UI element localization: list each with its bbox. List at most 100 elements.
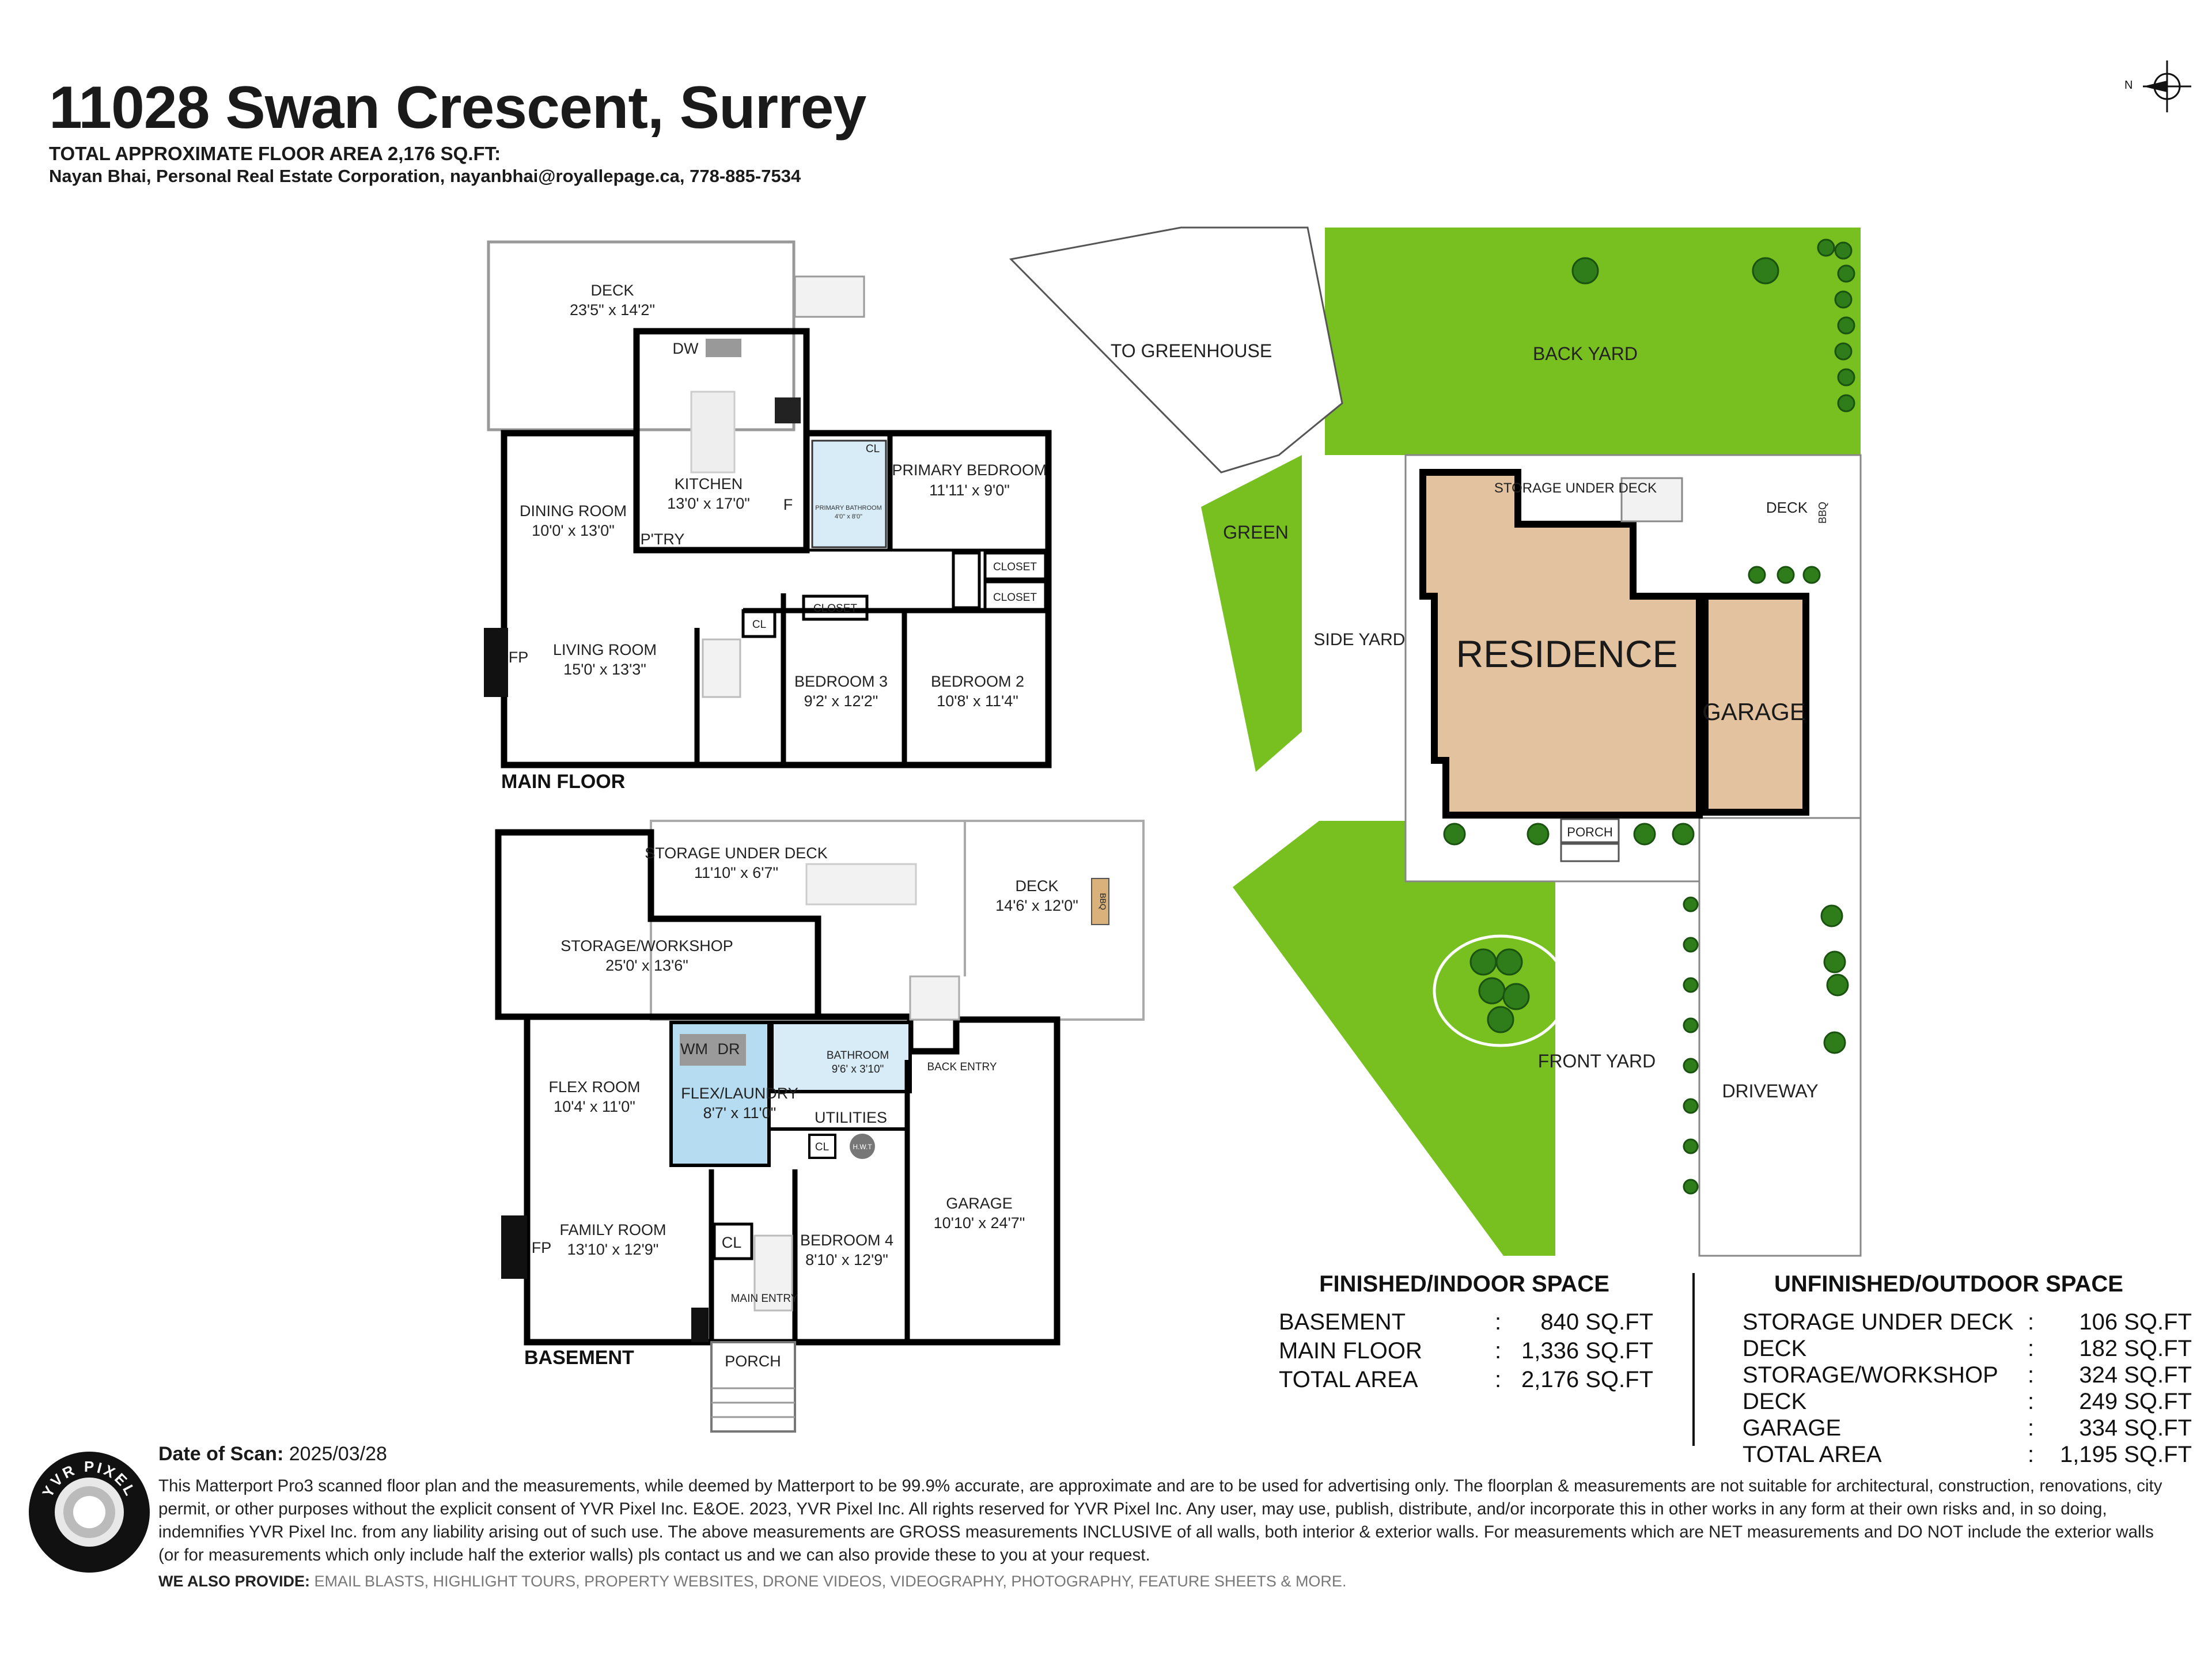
room-name: KITCHEN — [675, 475, 743, 493]
area-sep: : — [2028, 1415, 2034, 1441]
area-value: 334 SQ.FT — [2079, 1415, 2192, 1441]
closet-label: CL — [815, 1141, 829, 1153]
stairwell — [702, 638, 741, 698]
closet — [808, 1134, 836, 1159]
washer-label: WM — [680, 1040, 708, 1058]
area-value: 182 SQ.FT — [2079, 1336, 2192, 1361]
room-dims: 13'0' x 17'0" — [667, 495, 750, 512]
area-sep: : — [1495, 1338, 1501, 1363]
scan-date-label: Date of Scan: — [158, 1443, 284, 1465]
room-dims: 23'5" x 14'2" — [570, 301, 655, 319]
room-dims: 11'10" x 6'7" — [694, 864, 778, 881]
area-label: TOTAL AREA — [1743, 1442, 1882, 1467]
porch-label: PORCH — [1567, 825, 1612, 839]
entry-stairs — [753, 1234, 793, 1312]
porch — [1560, 818, 1620, 843]
floor-name: BASEMENT — [524, 1347, 634, 1369]
back-yard-label: BACK YARD — [1533, 343, 1638, 364]
tree-icons — [1443, 238, 1855, 1195]
front-yard-label: FRONT YARD — [1538, 1051, 1656, 1071]
basement-plan: BBQ STORAGE UNDER DECK 11'10" x 6'7" DEC… — [495, 820, 1145, 1433]
room-name: DINING ROOM — [520, 502, 627, 520]
services-text: EMAIL BLASTS, HIGHLIGHT TOURS, PROPERTY … — [314, 1573, 1347, 1590]
total-floor-area: TOTAL APPROXIMATE FLOOR AREA 2,176 SQ.FT… — [49, 143, 501, 164]
room-dims: 8'7' x 11'0" — [703, 1104, 777, 1122]
back-entry-label: BACK ENTRY — [927, 1061, 997, 1073]
green-label: GREEN — [1223, 522, 1289, 543]
bathroom-label: PRIMARY BATHROOM — [815, 505, 882, 512]
room-dims: 11'11' x 9'0" — [929, 482, 1010, 499]
room-name: DECK — [590, 282, 634, 299]
area-value: 249 SQ.FT — [2079, 1389, 2192, 1414]
area-sep: : — [2028, 1309, 2034, 1335]
deck-outline — [487, 240, 796, 431]
room-name: UTILITIES — [815, 1109, 887, 1126]
kitchen-island — [690, 391, 736, 474]
area-sep: : — [2028, 1442, 2034, 1467]
floor-name: MAIN FLOOR — [501, 771, 625, 793]
residence-label: RESIDENCE — [1456, 632, 1677, 675]
porch-steps — [1560, 843, 1620, 862]
room-name: DECK — [1015, 877, 1058, 895]
area-value: 106 SQ.FT — [2079, 1309, 2192, 1335]
storage-under-deck-label: STORAGE UNDER DECK — [1494, 480, 1657, 496]
bbq-label: BBQ — [1817, 502, 1828, 524]
area-sep: : — [2028, 1389, 2034, 1414]
finished-space-heading: FINISHED/INDOOR SPACE — [1319, 1271, 1609, 1297]
scan-date-value: 2025/03/28 — [289, 1443, 387, 1465]
area-label: BASEMENT — [1279, 1309, 1406, 1335]
bathroom-dims: 4'0" x 8'0" — [835, 513, 862, 520]
disclaimer-text: This Matterport Pro3 scanned floor plan … — [158, 1476, 2162, 1565]
stairs — [1620, 477, 1683, 522]
scan-date-line: Date of Scan: 2025/03/28 — [158, 1443, 387, 1465]
basement-stairs — [805, 863, 917, 906]
closet-label: CL — [752, 619, 766, 631]
room-name: BATHROOM — [827, 1050, 889, 1062]
room-name: GARAGE — [946, 1195, 1013, 1212]
page-title: 11028 Swan Crescent, Surrey — [49, 74, 866, 141]
agent-contact: Nayan Bhai, Personal Real Estate Corpora… — [49, 166, 801, 186]
finished-space-rows: BASEMENT : 840 SQ.FT MAIN FLOOR : 1,336 … — [1279, 1309, 1653, 1392]
side-yard-label: SIDE YARD — [1314, 630, 1406, 649]
green-lawn — [1201, 455, 1302, 772]
closet-label: CL — [866, 443, 880, 455]
fireplace-label: FP — [509, 649, 529, 666]
garage-label: GARAGE — [1702, 698, 1806, 725]
room-dims: 15'0' x 13'3" — [563, 661, 646, 678]
main-floor-outer-walls — [501, 430, 1052, 768]
room-dims: 9'2' x 12'2" — [804, 692, 878, 710]
basement-bathroom — [770, 1021, 912, 1093]
area-value: 1,336 SQ.FT — [1521, 1338, 1653, 1363]
area-value: 840 SQ.FT — [1540, 1309, 1653, 1335]
room-name: STORAGE/WORKSHOP — [560, 937, 733, 955]
compass-icon: N — [2124, 60, 2191, 112]
room-name: FLEX ROOM — [548, 1078, 640, 1096]
water-heater-icon — [850, 1134, 875, 1159]
room-name: LIVING ROOM — [553, 641, 657, 658]
area-sep: : — [1495, 1367, 1501, 1392]
unfinished-space-rows: STORAGE UNDER DECK : 106 SQ.FT DECK : 18… — [1743, 1309, 2192, 1467]
entry-post — [691, 1308, 709, 1342]
back-stairs — [909, 975, 960, 1021]
area-sep: : — [1495, 1309, 1501, 1335]
porch-label: PORCH — [725, 1353, 781, 1370]
to-greenhouse-label: TO GREENHOUSE — [1111, 340, 1272, 361]
primary-bathroom — [811, 440, 887, 548]
driveway-label: DRIVEWAY — [1722, 1081, 1818, 1101]
room-name: FAMILY ROOM — [559, 1221, 666, 1238]
services-line: WE ALSO PROVIDE: EMAIL BLASTS, HIGHLIGHT… — [158, 1573, 1346, 1590]
deck-label: DECK — [1766, 499, 1808, 516]
closet-label: CLOSET — [993, 592, 1037, 604]
storage-workshop-walls — [495, 829, 821, 1020]
back-yard-lawn — [1325, 228, 1861, 455]
room-name: BEDROOM 4 — [800, 1232, 893, 1249]
fireplace-label: FP — [532, 1239, 552, 1256]
room-dims: 8'10' x 12'9" — [805, 1251, 888, 1268]
garage-footprint — [1702, 593, 1809, 816]
room-dims: 25'0' x 13'6" — [605, 957, 688, 974]
area-value: 2,176 SQ.FT — [1521, 1367, 1653, 1392]
closet-2 — [983, 580, 1047, 612]
water-heater-label: H.W.T — [853, 1143, 872, 1151]
services-label: WE ALSO PROVIDE: — [158, 1573, 310, 1590]
main-entry-label: MAIN ENTRY — [731, 1293, 798, 1305]
